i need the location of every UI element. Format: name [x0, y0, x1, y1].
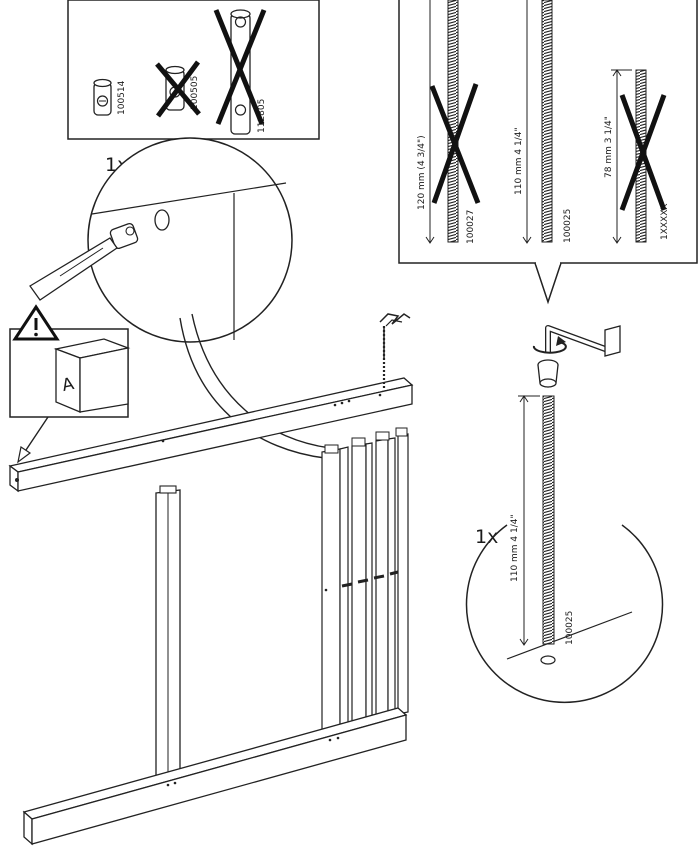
marking-warning-box: A	[9, 304, 131, 464]
nut-code-wrong-2: 112805	[257, 99, 267, 133]
bolt-110mm-correct: 110 mm 4 1/4" 100025	[514, 0, 573, 244]
detail-bolt-length: 110 mm 4 1/4"	[510, 514, 520, 582]
rotate-arrow-icon	[532, 341, 567, 354]
bed-frame-assembly	[8, 313, 414, 846]
reject-cross-icon	[215, 9, 267, 125]
barrel-nut-correct: 100514	[93, 78, 127, 116]
frame-slats	[321, 427, 409, 734]
bolt-120mm-wrong: 120 mm (4 3/4") 100027	[417, 0, 481, 244]
reject-cross-icon	[431, 83, 479, 204]
warning-triangle-icon	[12, 304, 60, 341]
bolt-code-100025: 100025	[563, 209, 573, 243]
nut-code-wrong-1: 100505	[190, 76, 200, 110]
reject-cross-icon	[619, 94, 667, 211]
bolt-insertion-detail: 1x 110 mm 4 1/4" 100025	[465, 325, 664, 704]
bolt-quantity: 1x	[475, 526, 498, 548]
bolt-length-78: 78 mm 3 1/4"	[604, 116, 614, 178]
bolt-length-120: 120 mm (4 3/4")	[417, 135, 427, 210]
bolt-78mm-wrong: 78 mm 3 1/4" 1XXXXX	[604, 69, 670, 244]
bolt-length-110: 110 mm 4 1/4"	[514, 127, 524, 195]
allen-key-icon	[532, 325, 621, 357]
screwdriver-icon	[29, 237, 118, 301]
allen-key-icon	[379, 313, 411, 327]
barrel-nut-wrong-2: 112805	[213, 9, 267, 135]
bolt-selection-box: 120 mm (4 3/4") 100027 110 mm 4 1/4" 100…	[398, 0, 698, 305]
detail-bolt-code: 100025	[565, 611, 575, 645]
bolt-code-1xxxxx: 1XXXXX	[660, 203, 670, 240]
nut-code-correct: 100514	[117, 80, 127, 115]
barrel-nut-wrong-1: 100505	[155, 60, 201, 118]
nut-insertion-detail: 1x	[29, 137, 331, 459]
reject-cross-icon	[155, 60, 201, 118]
cap-nut-icon	[537, 359, 559, 388]
nut-selection-box: 100514 100505 112805	[67, 0, 320, 140]
marking-letter: A	[60, 374, 76, 396]
bolt-code-100027: 100027	[466, 210, 476, 244]
